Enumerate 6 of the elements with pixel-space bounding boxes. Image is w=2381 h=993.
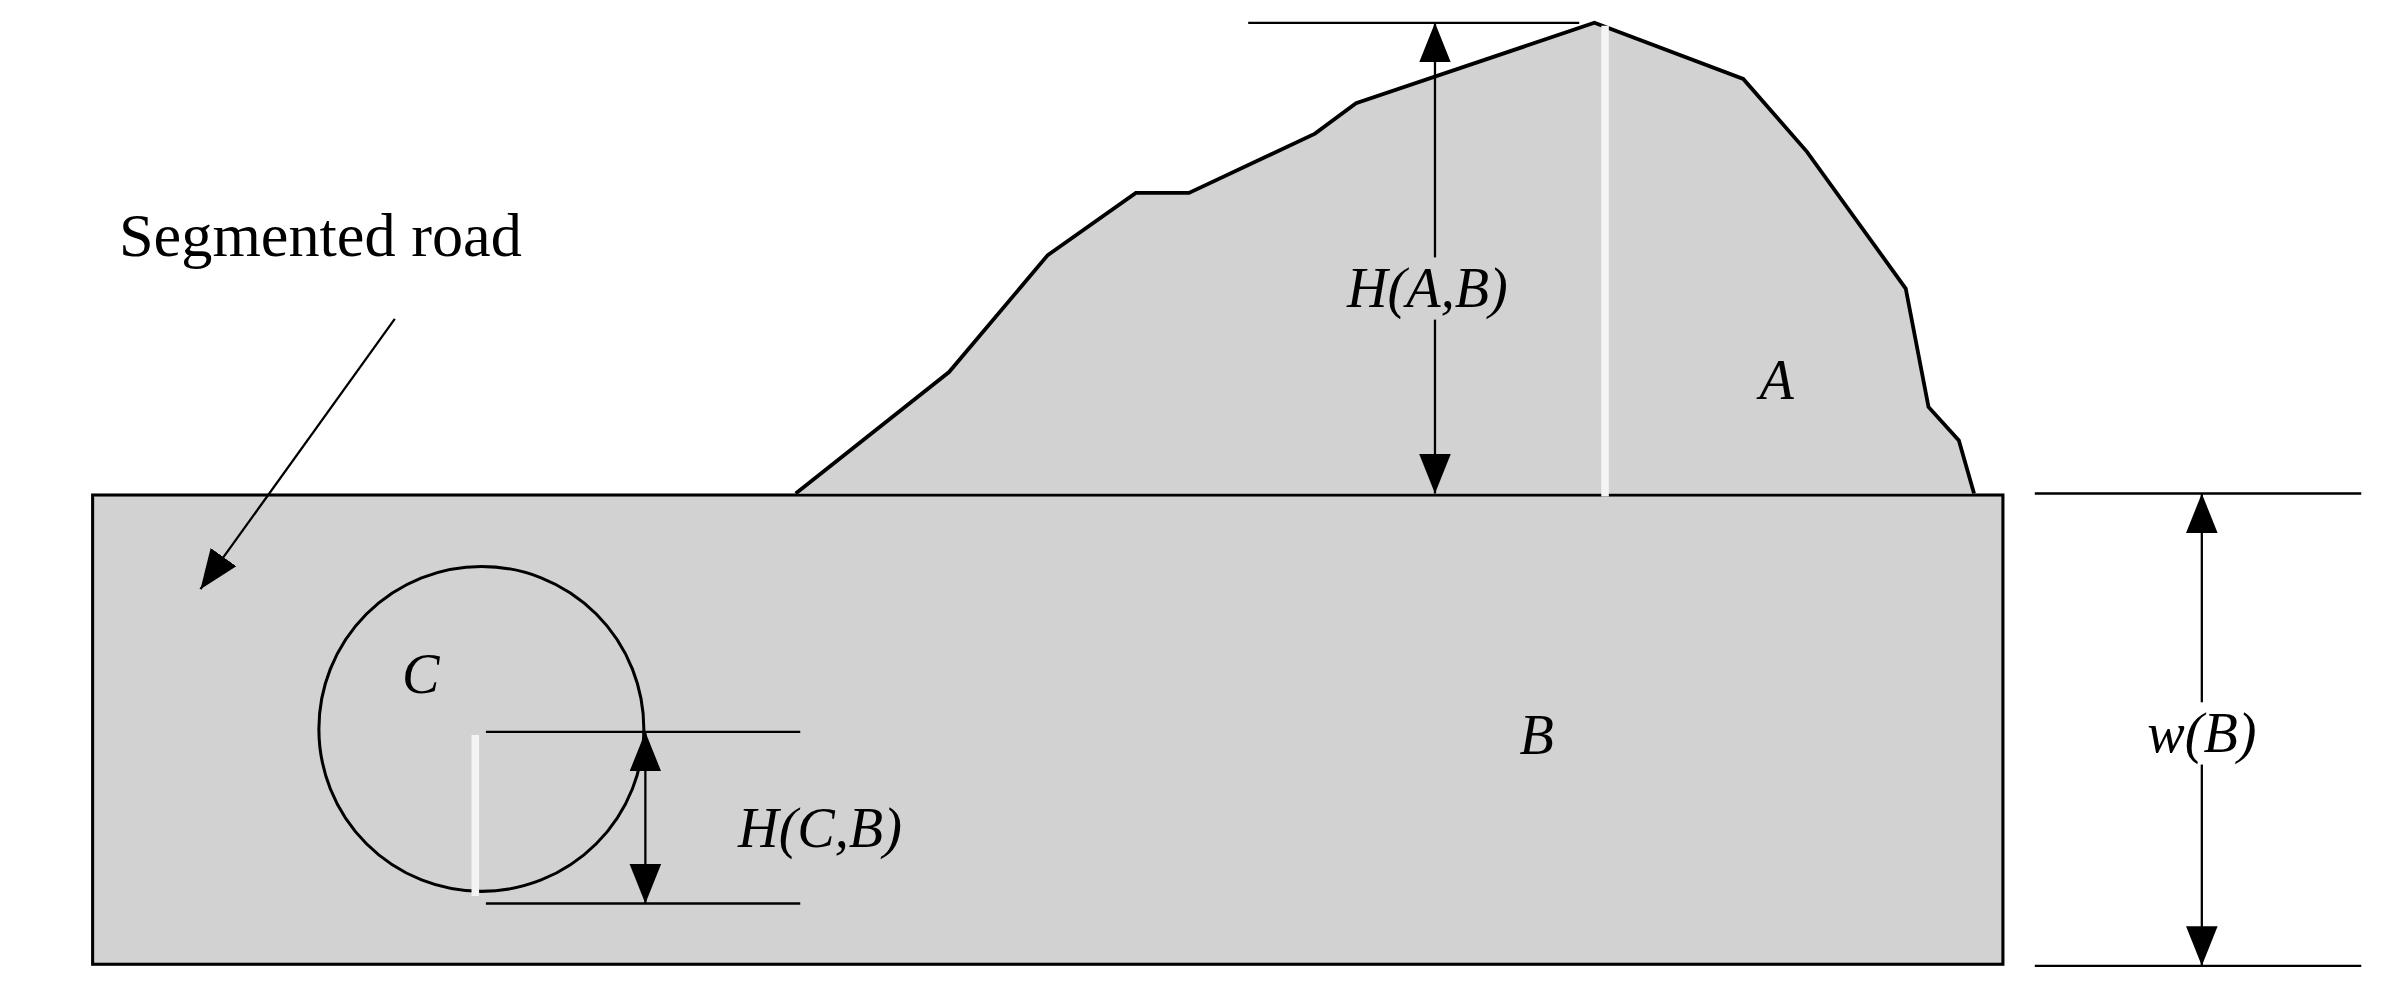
circle-region	[317, 564, 646, 893]
callout-text: Segmented road	[119, 204, 522, 267]
region-label: B	[1519, 706, 1554, 764]
region-label: C	[401, 646, 440, 703]
leader-arrow	[199, 318, 396, 590]
road-rectangle	[91, 493, 2005, 966]
